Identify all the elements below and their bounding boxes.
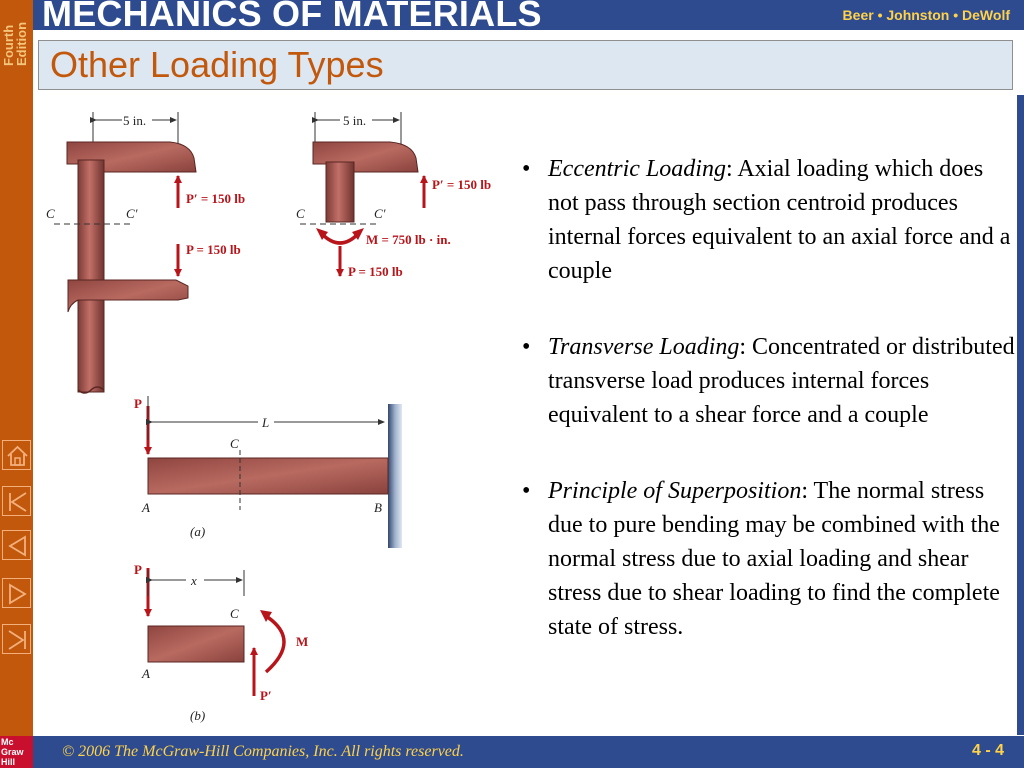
authors: Beer • Johnston • DeWolf [842, 7, 1010, 23]
bullet-term: Transverse Loading [548, 334, 740, 360]
clamp-section-dimension: 5 in. [343, 113, 366, 128]
next-slide-button[interactable] [2, 578, 31, 608]
cantilever-b-figure: P x C A M P′ (b) [134, 562, 308, 723]
logo-line-3: Hill [1, 757, 16, 767]
last-slide-icon [8, 630, 26, 650]
first-slide-icon [9, 492, 27, 512]
loading-diagrams: 5 in. C C′ P′ = 150 lb P = 150 lb 5 in. … [46, 112, 491, 723]
mcgraw-hill-logo: Mc Graw Hill [0, 736, 33, 768]
cantilever-b-distance: x [190, 573, 197, 588]
copyright: © 2006 The McGraw-Hill Companies, Inc. A… [62, 743, 464, 760]
bullet-dot: • [522, 334, 531, 360]
clamp-full-section-right: C′ [126, 206, 138, 221]
cantilever-a-section: C [230, 436, 239, 451]
clamp-section-left: C [296, 206, 305, 221]
bullet-dot: • [522, 156, 531, 182]
next-slide-icon [9, 583, 27, 605]
edition-line-2: Edition [14, 21, 29, 66]
slide-title-bar: Other Loading Types [38, 40, 1013, 90]
right-edge-strip [1017, 95, 1024, 735]
clamp-full-figure: 5 in. C C′ P′ = 150 lb P = 150 lb [46, 112, 245, 394]
cantilever-b-section: C [230, 606, 239, 621]
bullet-text: : The normal stress due to pure bending … [548, 478, 1000, 640]
bullet-term: Principle of Superposition [548, 478, 802, 504]
bullet-superposition: • Principle of Superposition: The normal… [522, 474, 1017, 644]
last-slide-button[interactable] [2, 624, 31, 654]
bullet-dot: • [522, 478, 531, 504]
home-button[interactable] [2, 440, 31, 470]
clamp-section-couple: M = 750 lb · in. [366, 232, 451, 247]
cantilever-b-load: P [134, 562, 142, 577]
clamp-full-force-bottom: P = 150 lb [186, 242, 241, 257]
clamp-section-figure: 5 in. C C′ P′ = 150 lb M = 750 lb · in. … [296, 112, 491, 279]
bullet-term: Eccentric Loading [548, 156, 726, 182]
previous-slide-button[interactable] [2, 530, 31, 560]
edition-sidebar [0, 0, 33, 768]
cantilever-a-caption: (a) [190, 524, 205, 539]
header-bar [33, 0, 1024, 30]
cantilever-a-figure: P L C A B (a) [134, 396, 402, 548]
clamp-full-dimension: 5 in. [123, 113, 146, 128]
home-icon [7, 445, 28, 466]
logo-line-2: Graw [1, 747, 24, 757]
cantilever-a-load: P [134, 396, 142, 411]
cantilever-b-reaction: P′ [260, 688, 272, 703]
clamp-section-right: C′ [374, 206, 386, 221]
bullet-text: : Concentrated or distributed transverse… [548, 334, 1015, 428]
bullet-list: • Eccentric Loading: Axial loading which… [522, 152, 1017, 686]
bullet-eccentric-loading: • Eccentric Loading: Axial loading which… [522, 152, 1017, 288]
bullet-transverse-loading: • Transverse Loading: Concentrated or di… [522, 330, 1017, 432]
book-title: MECHANICS OF MATERIALS [42, 0, 542, 34]
previous-slide-icon [8, 535, 26, 557]
cantilever-b-caption: (b) [190, 708, 205, 723]
clamp-full-force-top: P′ = 150 lb [186, 191, 245, 206]
cantilever-a-end-a: A [141, 500, 150, 515]
bullet-text: : Axial loading which does not pass thro… [548, 156, 1011, 284]
footer-bar [0, 736, 1024, 768]
clamp-section-force-top: P′ = 150 lb [432, 177, 491, 192]
cantilever-a-end-b: B [374, 500, 382, 515]
logo-line-1: Mc [1, 737, 14, 747]
page-number: 4 - 4 [971, 742, 1004, 759]
slide-title: Other Loading Types [50, 44, 384, 85]
clamp-full-section-left: C [46, 206, 55, 221]
cantilever-b-couple: M [296, 634, 308, 649]
cantilever-b-end-a: A [141, 666, 150, 681]
edition-label: Fourth Edition [0, 0, 33, 72]
loading-figures: 5 in. C C′ P′ = 150 lb P = 150 lb 5 in. … [40, 100, 510, 730]
clamp-section-force-bottom: P = 150 lb [348, 264, 403, 279]
cantilever-a-length: L [261, 415, 269, 430]
first-slide-button[interactable] [2, 486, 31, 516]
